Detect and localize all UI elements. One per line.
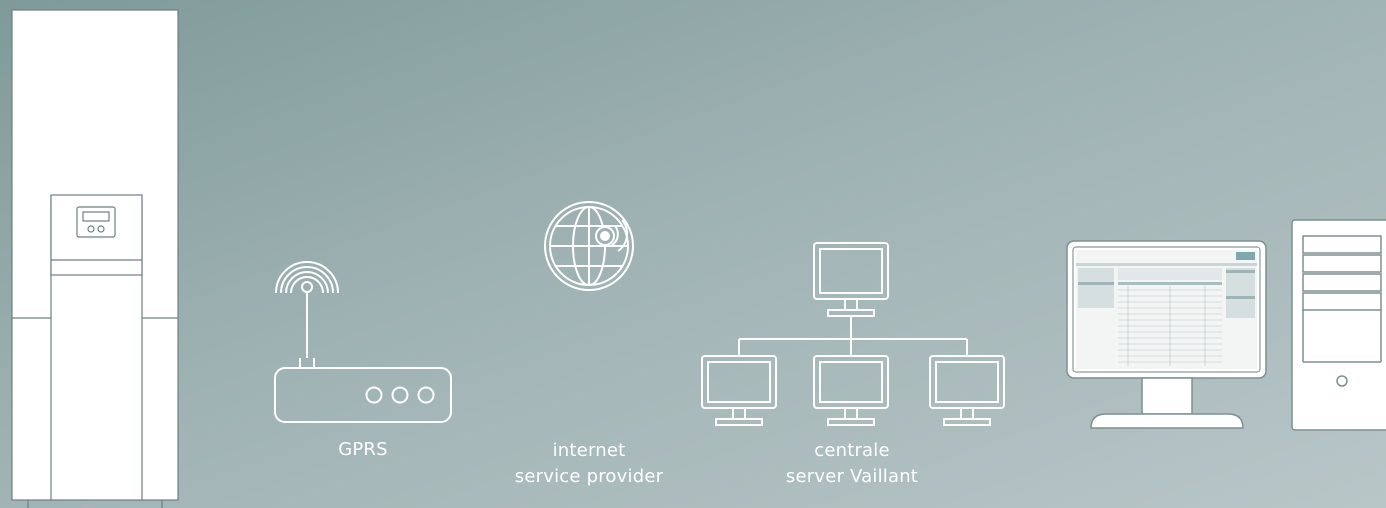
heat-pump-unit-icon — [11, 9, 179, 508]
isp-label-line1: internet — [552, 440, 626, 461]
server-label-line1: centrale — [814, 440, 890, 461]
internet-globe-icon — [544, 201, 634, 291]
gprs-modem-icon — [274, 261, 452, 423]
server-label-line2: server Vaillant — [785, 466, 919, 487]
monitor-icon — [1066, 240, 1267, 429]
isp-label-line2: service provider — [514, 466, 664, 487]
server-network-icon — [701, 242, 1005, 426]
screen-content — [1076, 250, 1257, 369]
computer-tower-icon — [1291, 219, 1386, 431]
gprs-label: GPRS — [338, 439, 388, 460]
